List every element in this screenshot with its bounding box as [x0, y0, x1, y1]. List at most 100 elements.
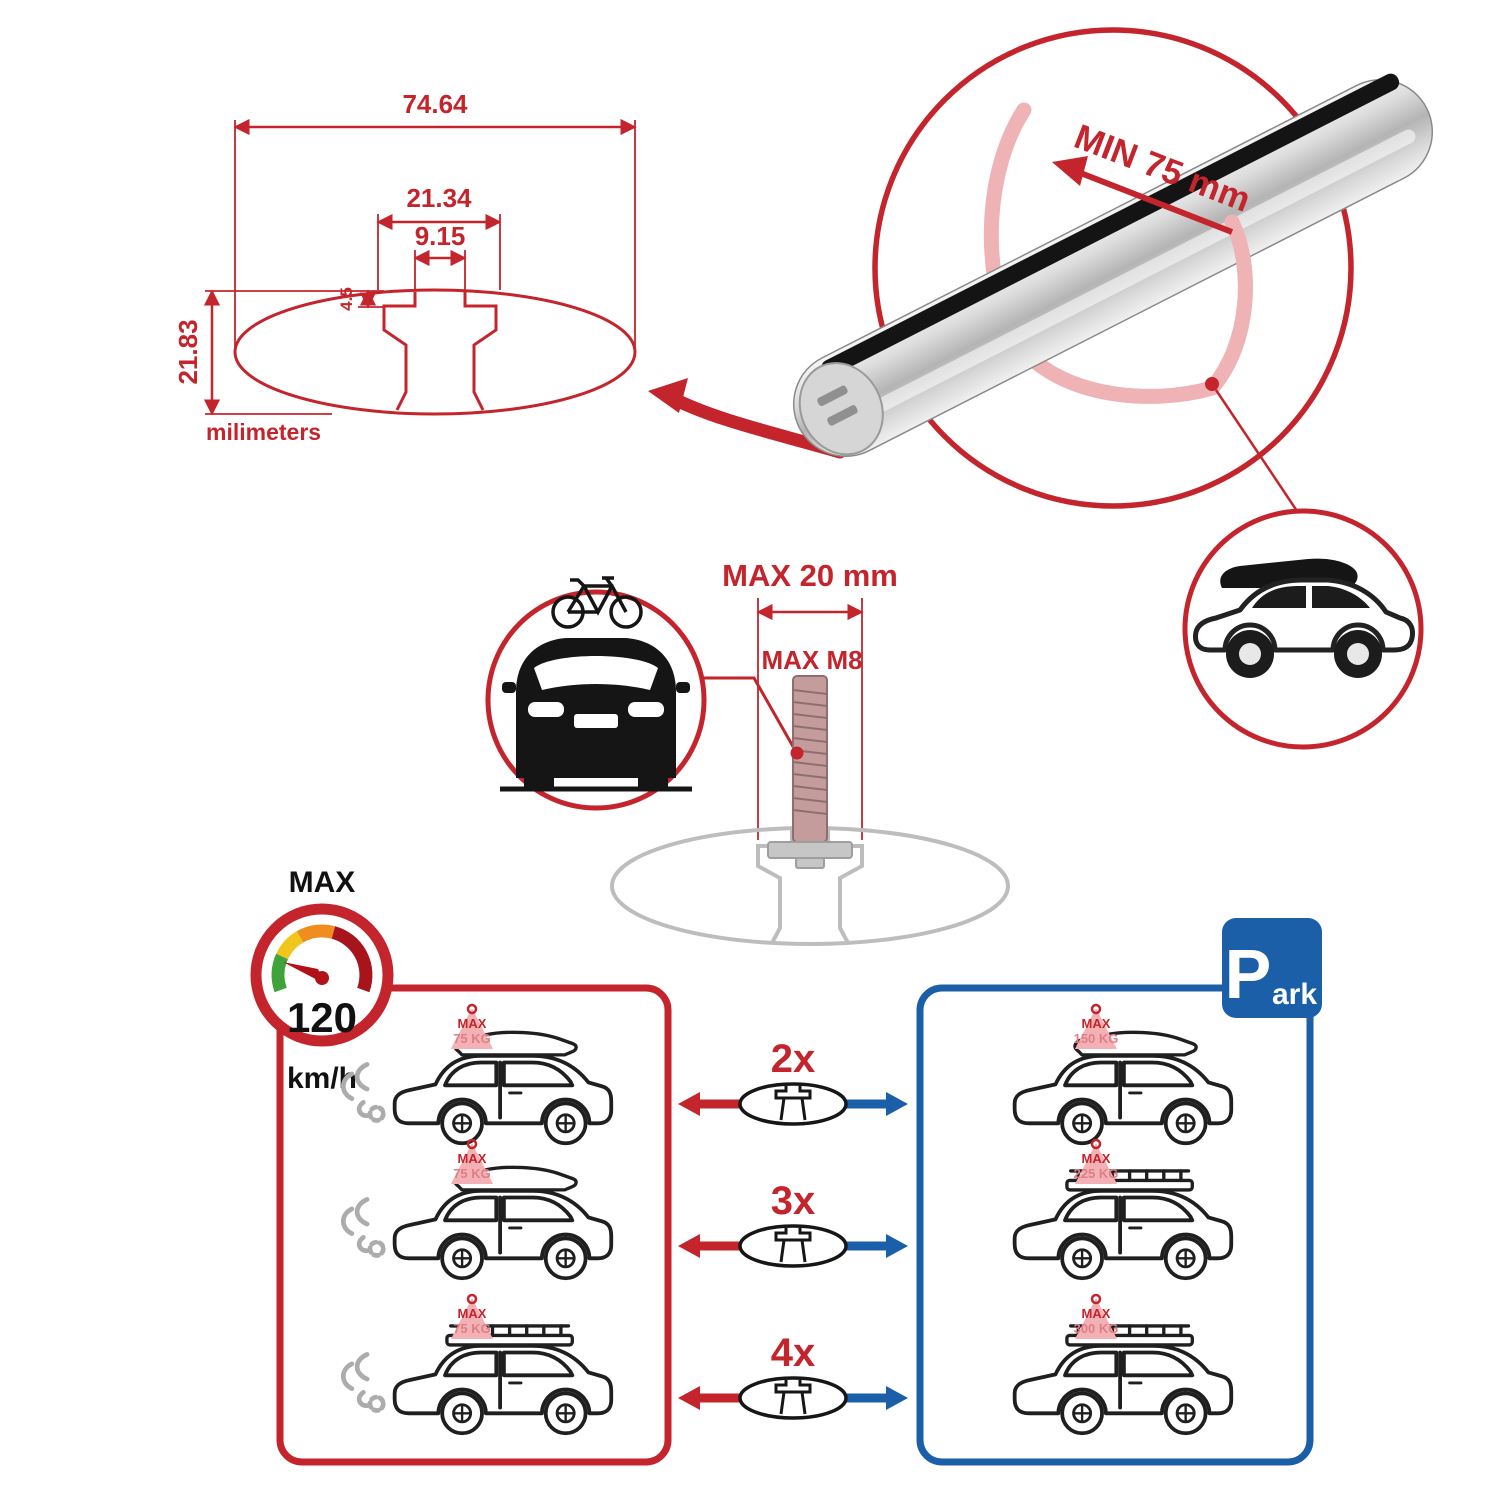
- badge-load-value: 300 KG: [1074, 1321, 1119, 1336]
- parked-car: [1012, 1342, 1234, 1436]
- pointer-arrow-head: [648, 378, 688, 413]
- right-arrow-head: [886, 1386, 908, 1410]
- badge-max-label: MAX: [1082, 1151, 1111, 1166]
- bar-highlight: [825, 129, 1416, 437]
- badge-load-value: 75 KG: [453, 1321, 491, 1336]
- driving-car-row: MAX 75 KG: [343, 1138, 614, 1281]
- t-slot-left: [382, 292, 417, 411]
- aluminum-crossbar: [792, 73, 1434, 457]
- crossbar-detail-circle: MIN 75 mm: [792, 27, 1434, 515]
- suv-rear-window: [1312, 586, 1370, 608]
- left-arrow-head: [678, 1092, 700, 1116]
- suv-rear-hub: [1347, 643, 1369, 665]
- car-front-circle: [485, 576, 797, 811]
- driving-car-row: MAX 75 KG: [343, 1003, 614, 1146]
- gauge-arc-yellow: [276, 931, 304, 960]
- dim-total-width-label: 74.64: [402, 89, 468, 119]
- driving-car: [392, 1342, 614, 1436]
- dim-lip-depth-label: 4.5: [337, 287, 356, 311]
- dim-total-height-label: 21.83: [173, 319, 203, 384]
- parking-sign-square: [1222, 918, 1322, 1018]
- badge-load-value: 75 KG: [453, 1166, 491, 1181]
- parked-car-row: MAX 150 KG: [1012, 1003, 1234, 1146]
- bolt-thread-label: MAX M8: [761, 645, 862, 675]
- badge-load-value: 225 KG: [1074, 1166, 1119, 1181]
- callout-line: [1214, 389, 1301, 515]
- left-arrow-head: [678, 1386, 700, 1410]
- bolt-neck: [795, 857, 825, 869]
- gauge-needle: [283, 962, 325, 984]
- right-arrow-head: [886, 1092, 908, 1116]
- bar-count-row: 3x: [678, 1179, 908, 1268]
- bolt-diagram: MAX 20 mm MAX M8: [610, 558, 1010, 946]
- suv-front-hub: [1239, 643, 1261, 665]
- driving-car: [392, 1052, 614, 1146]
- gauge-hub: [315, 971, 329, 985]
- right-arrow-head: [886, 1234, 908, 1258]
- parked-car: [1012, 1052, 1234, 1146]
- driving-box: [276, 984, 672, 1466]
- badge-max-label: MAX: [1082, 1016, 1111, 1031]
- roofbox-car-circle: [1182, 508, 1424, 750]
- badge-load-value: 150 KG: [1074, 1031, 1119, 1046]
- badge-max-label: MAX: [1082, 1306, 1111, 1321]
- car-mirror-left: [502, 682, 516, 693]
- speed-value: 120: [287, 994, 357, 1041]
- speed-max-label: MAX: [289, 866, 356, 899]
- t-bolt: [767, 675, 853, 869]
- badge-max-label: MAX: [458, 1151, 487, 1166]
- dim-opening-width-label: 9.15: [415, 221, 466, 251]
- parking-box: [916, 984, 1314, 1466]
- parked-car: [1012, 1187, 1234, 1281]
- dim-slot-width-label: 21.34: [406, 183, 472, 213]
- bar-count-label: 2x: [771, 1037, 816, 1081]
- strap-end-dot: [1205, 377, 1219, 391]
- bike-handlebar: [570, 576, 614, 588]
- left-arrow-head: [678, 1234, 700, 1258]
- bar-section-icon: [738, 1082, 848, 1126]
- parking-sign: P ark: [1222, 918, 1322, 1018]
- bike-frame: [566, 584, 628, 616]
- gauge-arc-green: [271, 953, 289, 993]
- driving-car: [392, 1187, 614, 1281]
- car-headlight-left: [528, 702, 564, 717]
- bolt-max-width-label: MAX 20 mm: [722, 558, 898, 593]
- bar-count-label: 4x: [771, 1331, 816, 1375]
- bolt-t-head: [767, 841, 853, 859]
- bar-count-row: 2x: [678, 1037, 908, 1126]
- units-label: milimeters: [206, 419, 321, 445]
- car-wheel-right: [638, 778, 668, 789]
- callout-line: [702, 676, 797, 751]
- parked-car-row: MAX 300 KG: [1012, 1293, 1234, 1436]
- measuring-strap-front: [1204, 214, 1253, 396]
- car-plate: [574, 714, 618, 728]
- bar-count-label: 3x: [771, 1179, 816, 1223]
- bar-end-cap: [798, 362, 884, 456]
- bolt-callout-dot: [790, 746, 804, 760]
- parked-car-row: MAX 225 KG: [1012, 1138, 1234, 1281]
- bolt-threads: [792, 689, 828, 815]
- bicycle-icon: [551, 576, 643, 629]
- bike-wheel: [609, 595, 643, 629]
- bar-cross-section-outline: [233, 288, 637, 416]
- car-wheel-left: [524, 778, 554, 789]
- badge-load-value: 75 KG: [453, 1031, 491, 1046]
- bar-section-icon: [738, 1224, 848, 1268]
- badge-max-label: MAX: [458, 1306, 487, 1321]
- min-span-arrow-shaft: [1076, 169, 1234, 235]
- suv-front-window: [1252, 586, 1306, 608]
- bar-rubber-channel: [821, 73, 1400, 377]
- bar-count-row: 4x: [678, 1331, 908, 1420]
- bar-end-slot: [817, 385, 848, 407]
- car-headlight-right: [628, 702, 664, 717]
- bar-end-slot: [827, 405, 858, 426]
- bar-section-icon: [738, 1376, 848, 1420]
- parking-sign-rest: ark: [1272, 978, 1317, 1011]
- car-front-windshield: [534, 656, 658, 690]
- badge-max-label: MAX: [458, 1016, 487, 1031]
- car-mirror-right: [676, 682, 690, 693]
- speed-gauge: MAX 120 km/h: [250, 866, 394, 1095]
- motion-lines: [343, 1354, 383, 1410]
